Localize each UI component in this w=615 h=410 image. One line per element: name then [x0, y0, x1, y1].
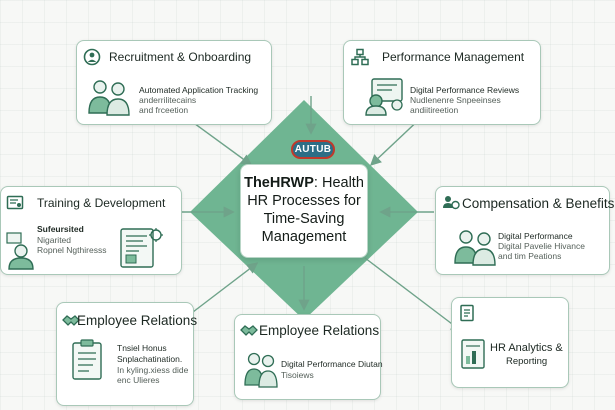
card-compensation[interactable]: Compensation & Benefits Digital Performa… [435, 186, 614, 275]
card-line: Automated Application Tracking [139, 85, 259, 95]
center-title-rest: : Health HR Processes for Time-Saving Ma… [247, 175, 364, 245]
card-title: Employee Relations [77, 313, 198, 328]
card-line: Tisoiews [281, 370, 314, 380]
org-chart-icon [351, 48, 369, 66]
card-line: Ropnel Ngthiresss [37, 245, 107, 255]
card-employee-relations-left[interactable]: Employee Relations Tnsiel Honus Snplacha… [56, 302, 198, 406]
center-title-card: TheHRWP: Health HR Processes for Time-Sa… [240, 164, 368, 258]
document-icon [460, 304, 474, 322]
card-title: Performance Management [382, 50, 525, 64]
clipboard-illustration [72, 339, 102, 380]
card-title-line: Reporting [506, 356, 548, 367]
center-title-bold: TheHRWP [244, 175, 314, 191]
card-line: Nigarited [37, 235, 72, 245]
clock-person-icon [83, 48, 101, 66]
card-line: enc Ulieres [117, 375, 160, 385]
card-line: andiitireetion [410, 105, 459, 115]
arrow-analytics [364, 257, 463, 332]
card-title-line: HR Analytics & [490, 342, 563, 354]
card-title: Employee Relations [259, 323, 380, 338]
people-money-icon [443, 196, 460, 210]
card-line: and frceetion [139, 105, 189, 115]
card-line: Digital Performance [498, 231, 573, 241]
card-line: Tnsiel Honus [117, 343, 167, 353]
report-illustration [461, 339, 485, 369]
employees-illustration [454, 230, 496, 266]
card-line: Digital Performance Reviews [410, 85, 520, 95]
card-analytics[interactable]: HR Analytics & Reporting [451, 297, 569, 388]
center-title: TheHRWP: Health HR Processes for Time-Sa… [241, 165, 367, 246]
arrow-employee-left [192, 262, 259, 313]
card-line: Nudlenenre Snpeeinses [410, 95, 501, 105]
handshake-icon [62, 315, 80, 326]
brand-logo: AUTUB [291, 140, 335, 159]
trainee-illustration [6, 232, 34, 270]
card-title: Compensation & Benefits [462, 196, 615, 211]
card-line: Sufeursited [37, 224, 84, 234]
card-recruitment[interactable]: Recruitment & Onboarding Automated Appli… [76, 40, 272, 125]
card-line: Snplachatination. [117, 354, 183, 364]
card-performance[interactable]: Performance Management Digital Performan… [343, 40, 541, 125]
card-line: anderrilitecains [139, 95, 197, 105]
card-training[interactable]: Training & Development Sufeursited Nigar… [0, 186, 182, 275]
card-line: and tim Peations [498, 251, 562, 261]
employees-illustration [244, 352, 278, 388]
people-illustration [88, 80, 130, 116]
card-line: In kyling.xiess dide [117, 365, 189, 375]
certificate-icon [6, 195, 24, 210]
card-employee-relations-mid[interactable]: Employee Relations Digital Performance D… [234, 314, 383, 400]
card-line: Digital Pavelie Hivance [498, 241, 585, 251]
review-illustration [365, 78, 403, 116]
card-title: Recruitment & Onboarding [109, 50, 252, 64]
certificate-illustration [120, 228, 163, 268]
card-title: Training & Development [37, 196, 166, 210]
handshake-icon [240, 325, 258, 336]
card-line: Digital Performance Diutan [281, 359, 383, 369]
